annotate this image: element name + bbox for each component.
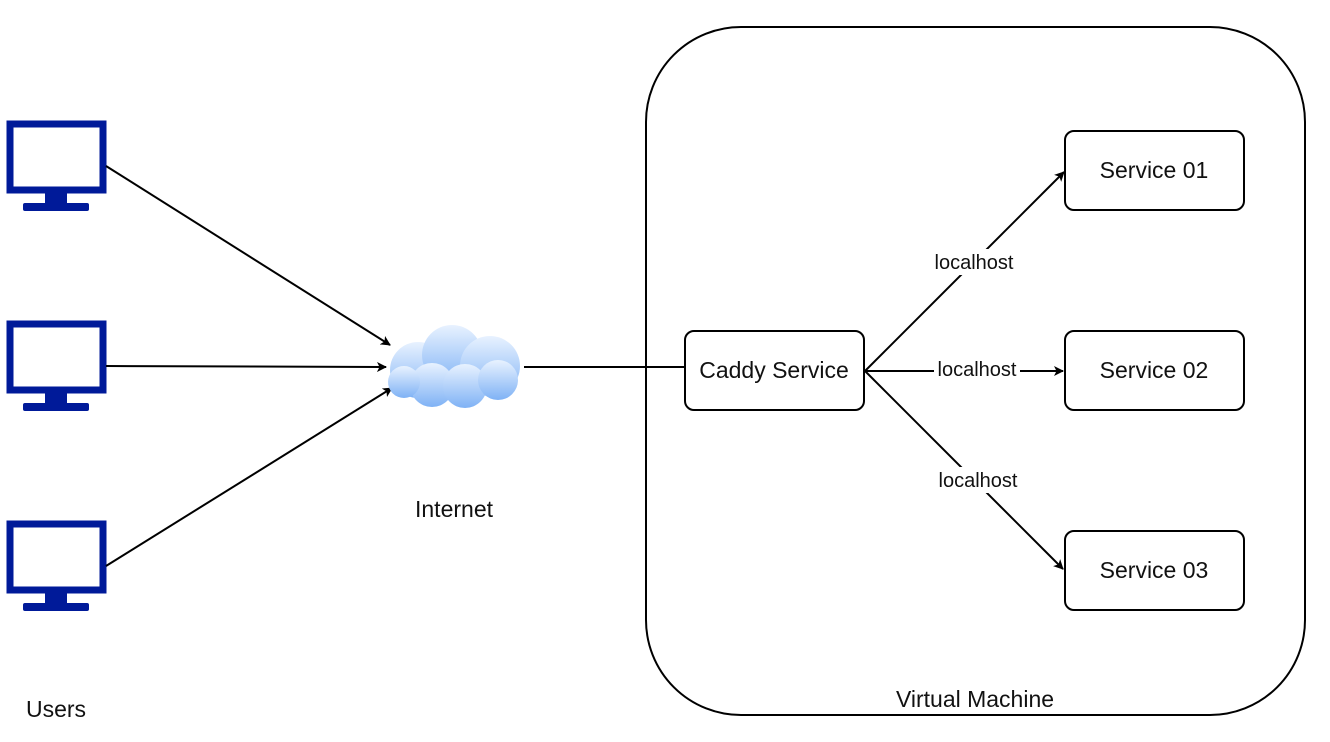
caddy-service-node: Caddy Service [684, 330, 865, 411]
service-01-node: Service 01 [1064, 130, 1245, 211]
edge-label-localhost: localhost [935, 252, 1014, 274]
cloud-icon: Internet [388, 325, 520, 522]
service-02-node: Service 02 [1064, 330, 1245, 411]
edge-caddy-service01: localhost [864, 171, 1065, 372]
service-03-label: Service 03 [1100, 557, 1209, 583]
monitor-icon [6, 320, 107, 411]
edge-user1-internet [105, 165, 391, 346]
edge-user2-internet [105, 361, 387, 372]
internet-label: Internet [415, 496, 494, 522]
monitor-icon [6, 520, 107, 611]
virtual-machine-label: Virtual Machine [896, 686, 1054, 712]
edge-caddy-service02: localhost [865, 358, 1064, 382]
edge-label-localhost: localhost [938, 359, 1017, 381]
edge-caddy-service03: localhost [864, 370, 1064, 570]
users-label: Users [26, 696, 86, 722]
service-01-label: Service 01 [1100, 157, 1209, 183]
users-group: Users [6, 120, 107, 722]
service-02-label: Service 02 [1100, 357, 1209, 383]
edge-label-localhost: localhost [939, 470, 1018, 492]
edge-user3-internet [105, 387, 393, 567]
caddy-service-label: Caddy Service [699, 357, 849, 383]
monitor-icon [6, 120, 107, 211]
service-03-node: Service 03 [1064, 530, 1245, 611]
virtual-machine-container: Virtual Machine [645, 26, 1306, 716]
